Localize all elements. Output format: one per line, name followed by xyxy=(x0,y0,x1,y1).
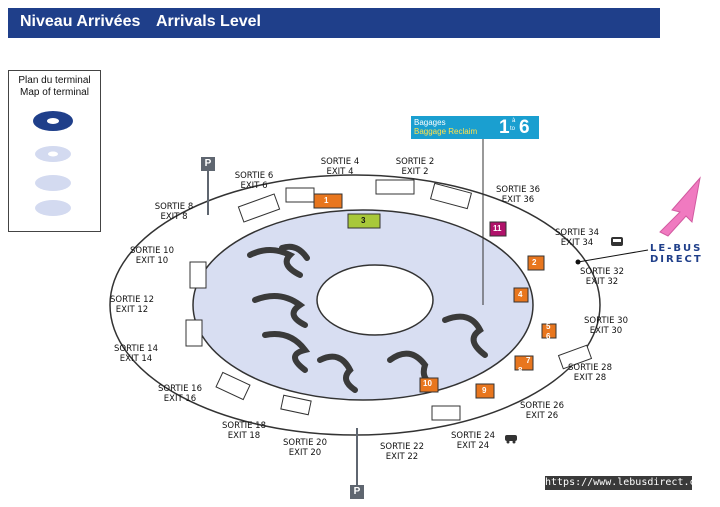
legend-title-french: Plan du terminal xyxy=(18,75,91,86)
zone-5: 5 xyxy=(546,322,551,331)
baggage-range-from: 1 xyxy=(499,117,510,138)
bus-icon xyxy=(611,237,623,246)
legend-title-english: Map of terminal xyxy=(20,87,89,98)
zone-4: 4 xyxy=(518,290,523,299)
zone-10: 10 xyxy=(423,379,432,388)
le-bus-direct-logo: LE-BUS DIRECT xyxy=(650,243,703,265)
title-english: Arrivals Level xyxy=(156,13,261,30)
baggage-range-a: à xyxy=(512,118,516,124)
zone-11: 11 xyxy=(493,224,502,233)
bus-stop-dot xyxy=(575,259,581,265)
zone-3: 3 xyxy=(361,216,366,225)
zone-2: 2 xyxy=(532,258,537,267)
zone-6: 6 xyxy=(546,332,551,341)
baggage-label-french: Bagages xyxy=(414,118,446,127)
zone-7: 7 xyxy=(526,356,531,365)
website-url[interactable]: https://www.lebusdirect.com/ xyxy=(545,476,714,490)
zone-8: 8 xyxy=(518,366,523,375)
zone-1: 1 xyxy=(324,196,329,205)
highlight-arrow xyxy=(659,176,701,237)
baggage-reclaim-sign: Bagages Baggage Reclaim 1 à to 6 xyxy=(411,116,539,139)
baggage-range-end: 6 xyxy=(519,117,530,138)
zone-9: 9 xyxy=(482,386,487,395)
floor-stack-icon xyxy=(33,111,73,216)
title-french: Niveau Arrivées xyxy=(20,13,141,30)
shop-blocks xyxy=(313,193,557,399)
terminal-legend: Plan du terminal Map of terminal xyxy=(8,70,101,232)
taxi-icon xyxy=(505,435,517,444)
central-core xyxy=(316,264,434,336)
baggage-range-to: to xyxy=(510,126,516,132)
parking-icon-top: P xyxy=(201,157,215,171)
header-bar: Niveau Arrivées Arrivals Level xyxy=(8,8,660,38)
baggage-label-english: Baggage Reclaim xyxy=(414,127,478,136)
parking-icon-bottom: P xyxy=(350,485,364,499)
bus-pointer-line xyxy=(577,249,649,263)
